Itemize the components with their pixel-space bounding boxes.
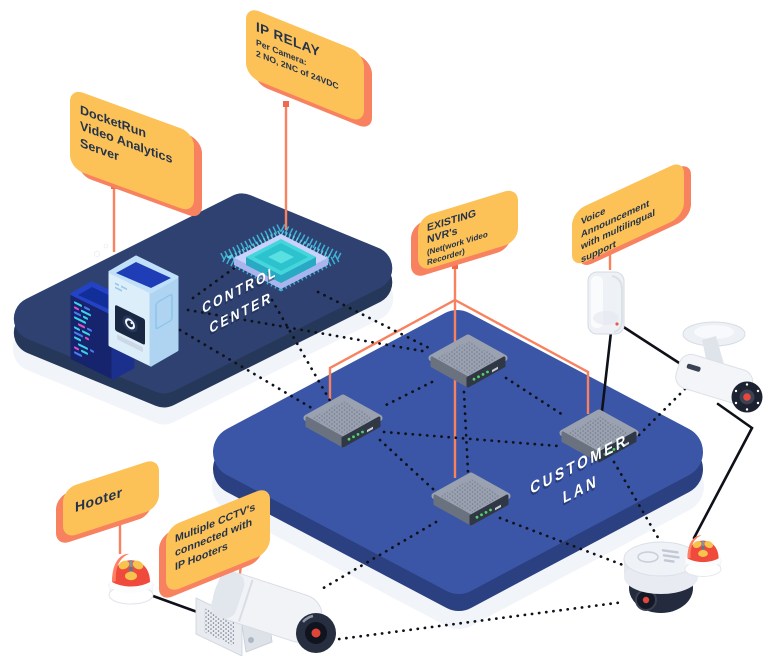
server-side-panel xyxy=(155,293,173,330)
server-monitor xyxy=(115,282,145,352)
dotted-connection-lines xyxy=(178,264,690,642)
voice-speaker xyxy=(587,271,625,335)
leader-lines xyxy=(111,101,613,597)
analytics-server-towers xyxy=(70,243,179,380)
bullet-camera-right xyxy=(675,321,763,413)
hooter-title: Hooter xyxy=(75,483,123,516)
bullet-camera-bottom xyxy=(195,571,336,656)
hooter-device-right xyxy=(684,534,722,577)
cpu-chip xyxy=(213,222,349,292)
deco-dot xyxy=(103,243,109,249)
dome-camera xyxy=(623,541,699,613)
server-code-lines xyxy=(74,301,94,357)
deco-dot xyxy=(94,251,100,257)
hooter-device-left xyxy=(108,553,154,605)
